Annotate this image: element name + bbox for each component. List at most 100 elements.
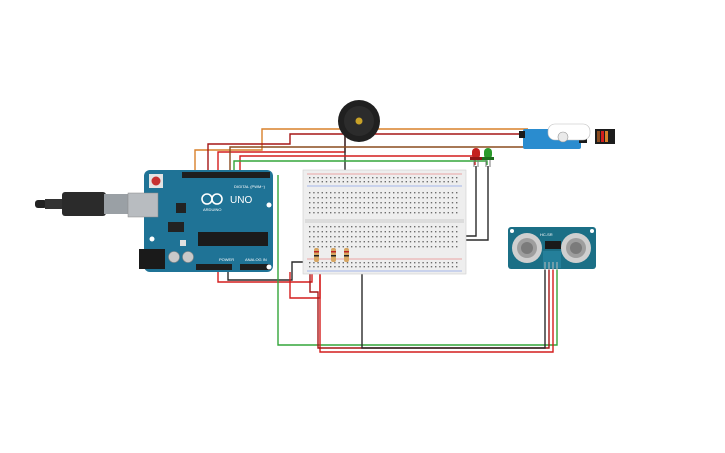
resistor-1[interactable] — [314, 248, 319, 262]
breadboard-hole — [426, 226, 428, 228]
breadboard-hole — [447, 266, 449, 268]
wire-gnd-rail[interactable] — [227, 261, 305, 281]
breadboard-hole — [384, 177, 386, 179]
breadboard-hole — [355, 202, 357, 204]
breadboard-hole — [376, 246, 378, 248]
breadboard-hole — [351, 207, 353, 209]
analog-header[interactable] — [240, 264, 270, 270]
breadboard-hole — [435, 197, 437, 199]
ultrasonic-sensor-icon[interactable]: HC-SR — [508, 227, 596, 270]
breadboard-hole — [443, 207, 445, 209]
wire-us-gnd[interactable] — [361, 262, 546, 349]
breadboard-hole — [384, 197, 386, 199]
breadboard-hole — [338, 177, 340, 179]
breadboard-hole — [456, 246, 458, 248]
breadboard-hole — [384, 226, 386, 228]
wire-us-vcc[interactable] — [319, 268, 554, 353]
breadboard-hole — [426, 266, 428, 268]
breadboard-hole — [443, 197, 445, 199]
breadboard-hole — [309, 207, 311, 209]
digital-header[interactable] — [182, 172, 270, 178]
breadboard-hole — [430, 177, 433, 179]
breadboard-hole — [355, 241, 357, 243]
breadboard-hole — [409, 207, 412, 209]
breadboard-hole — [367, 177, 370, 179]
breadboard-hole — [456, 262, 458, 264]
breadboard-hole — [363, 181, 365, 183]
breadboard-hole — [456, 202, 458, 204]
breadboard-hole — [313, 231, 315, 233]
led-green[interactable] — [482, 148, 494, 167]
breadboard-hole — [317, 262, 319, 264]
breadboard-hole — [451, 246, 454, 248]
breadboard-hole — [393, 241, 395, 243]
resistor-2[interactable] — [331, 248, 336, 262]
servo-motor-icon[interactable] — [519, 123, 615, 149]
breadboard-hole — [418, 177, 420, 179]
breadboard-hole — [355, 177, 357, 179]
breadboard-hole — [325, 231, 328, 233]
breadboard-hole — [346, 197, 349, 199]
breadboard-hole — [414, 262, 416, 264]
usb-cable-icon[interactable] — [35, 192, 130, 216]
breadboard-hole — [317, 236, 319, 238]
breadboard-hole — [338, 226, 340, 228]
breadboard-hole — [321, 177, 323, 179]
breadboard-hole — [435, 207, 437, 209]
breadboard-hole — [401, 192, 403, 194]
wire-red-loop[interactable] — [289, 272, 321, 299]
breadboard-hole — [430, 192, 433, 194]
breadboard-hole — [426, 197, 428, 199]
breadboard-hole — [405, 212, 407, 214]
breadboard-hole — [372, 236, 374, 238]
breadboard-hole — [388, 262, 391, 264]
breadboard-hole — [435, 241, 437, 243]
breadboard-hole — [309, 266, 311, 268]
breadboard-hole — [330, 226, 332, 228]
breadboard-hole — [409, 246, 412, 248]
breadboard-hole — [393, 177, 395, 179]
breadboard-hole — [388, 266, 391, 268]
wire-us-echo[interactable] — [277, 175, 558, 346]
power-header[interactable] — [196, 264, 232, 270]
breadboard-hole — [355, 266, 357, 268]
wire-servo-gnd[interactable] — [229, 146, 528, 175]
breadboard-hole — [439, 231, 441, 233]
breadboard-hole — [422, 266, 424, 268]
breadboard-hole — [426, 202, 428, 204]
breadboard-hole — [443, 262, 445, 264]
arduino-uno-board[interactable]: DIGITAL (PWM~) UNO ARDUINO POWER ANALOG … — [127, 170, 273, 272]
breadboard-hole — [397, 181, 399, 183]
breadboard-hole — [418, 226, 420, 228]
breadboard-hole — [388, 212, 391, 214]
breadboard-hole — [409, 212, 412, 214]
breadboard-hole — [430, 212, 433, 214]
breadboard-hole — [363, 202, 365, 204]
breadboard-hole — [426, 262, 428, 264]
wire-led-green[interactable] — [233, 160, 488, 175]
breadboard-hole — [430, 197, 433, 199]
resistor-3[interactable] — [344, 248, 349, 262]
breadboard-hole — [342, 177, 344, 179]
breadboard-hole — [317, 266, 319, 268]
breadboard-hole — [397, 241, 399, 243]
breadboard-hole — [443, 192, 445, 194]
analog-label: ANALOG IN — [245, 257, 267, 262]
reset-button[interactable] — [149, 174, 163, 188]
wire-us-trig[interactable] — [309, 268, 550, 349]
breadboard-hole — [325, 236, 328, 238]
breadboard-hole — [338, 246, 340, 248]
breadboard-hole — [334, 236, 336, 238]
breadboard-hole — [443, 177, 445, 179]
piezo-buzzer-icon[interactable] — [338, 100, 380, 142]
breadboard-hole — [384, 212, 386, 214]
ultrasonic-top-label: HC-SR — [540, 232, 553, 237]
led-red[interactable] — [470, 148, 482, 167]
breadboard-hole — [313, 197, 315, 199]
breadboard-icon[interactable] — [302, 169, 467, 275]
breadboard-hole — [418, 262, 420, 264]
breadboard-hole — [334, 241, 336, 243]
breadboard-hole — [397, 236, 399, 238]
